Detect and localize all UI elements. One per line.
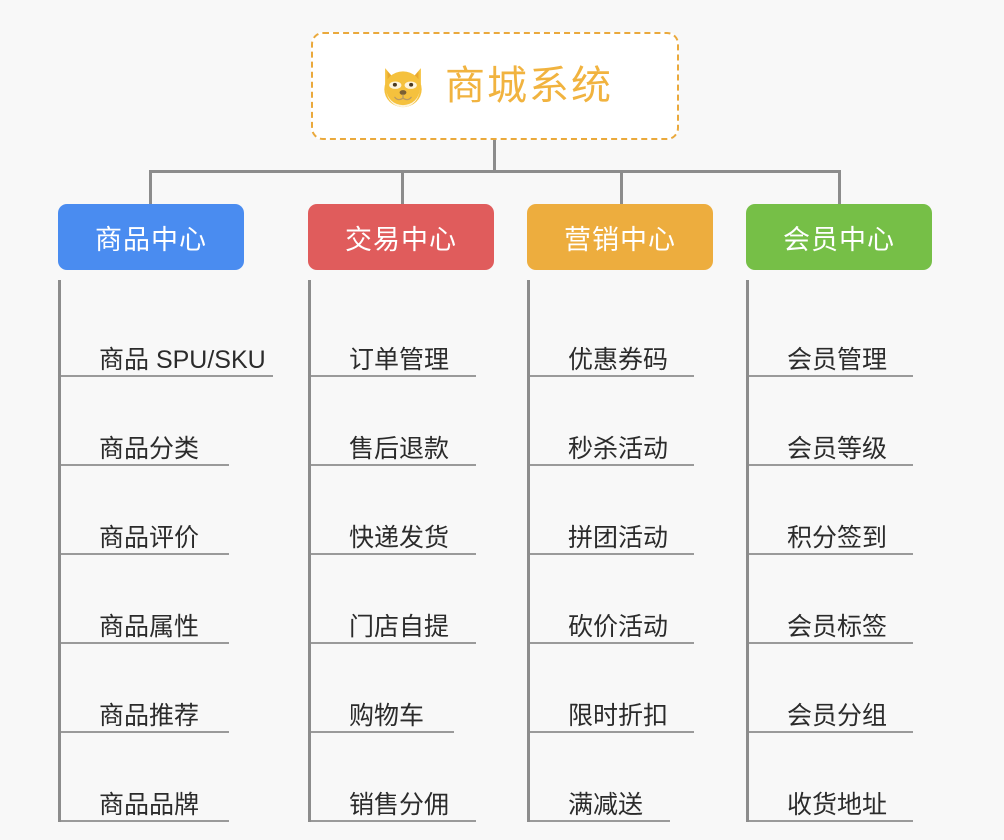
category-header-label: 会员中心	[783, 224, 895, 255]
leaf-item[interactable]: 快递发货	[311, 466, 540, 555]
leaf-item[interactable]: 门店自提	[311, 555, 540, 644]
root-node-title: 商城系统	[445, 64, 613, 108]
leaf-item[interactable]: 砍价活动	[530, 555, 759, 644]
leaf-item[interactable]: 会员管理	[749, 288, 978, 377]
leaf-item-label: 秒杀活动	[568, 434, 669, 463]
leaf-item[interactable]: 会员标签	[749, 555, 978, 644]
leaf-item-label: 购物车	[349, 701, 425, 730]
connector-root-stem	[493, 140, 496, 172]
leaf-item-label: 快递发货	[349, 523, 450, 552]
leaf-item-label: 积分签到	[787, 523, 888, 552]
category-header-product[interactable]: 商品中心	[58, 204, 244, 270]
leaf-item-label: 商品分类	[99, 434, 200, 463]
leaf-list-marketing: 优惠券码 秒杀活动 拼团活动 砍价活动 限时折扣 满减送	[527, 280, 759, 822]
leaf-item-label: 商品推荐	[99, 701, 200, 730]
leaf-item-label: 商品评价	[99, 523, 200, 552]
leaf-item-label: 会员标签	[787, 612, 888, 641]
leaf-item-label: 砍价活动	[568, 612, 669, 641]
leaf-list-transaction: 订单管理 售后退款 快递发货 门店自提 购物车 销售分佣	[308, 280, 540, 822]
leaf-list-product: 商品 SPU/SKU 商品分类 商品评价 商品属性 商品推荐 商品品牌	[58, 280, 290, 822]
leaf-item-label: 商品属性	[99, 612, 200, 641]
leaf-item[interactable]: 积分签到	[749, 466, 978, 555]
leaf-item-label: 售后退款	[349, 434, 450, 463]
leaf-item[interactable]: 收货地址	[749, 733, 978, 822]
leaf-item[interactable]: 商品推荐	[61, 644, 290, 733]
leaf-item[interactable]: 商品属性	[61, 555, 290, 644]
leaf-item[interactable]: 限时折扣	[530, 644, 759, 733]
leaf-item[interactable]: 拼团活动	[530, 466, 759, 555]
connector-drop-3	[620, 170, 623, 206]
category-header-transaction[interactable]: 交易中心	[308, 204, 494, 270]
leaf-item[interactable]: 商品 SPU/SKU	[61, 288, 290, 377]
leaf-item-label: 门店自提	[349, 612, 450, 641]
connector-drop-4	[838, 170, 841, 206]
leaf-item[interactable]: 商品品牌	[61, 733, 290, 822]
leaf-item-label: 订单管理	[349, 345, 450, 374]
category-header-marketing[interactable]: 营销中心	[527, 204, 713, 270]
leaf-item-label: 收货地址	[787, 790, 888, 819]
category-column-member: 会员中心 会员管理 会员等级 积分签到 会员标签 会员分组 收货地址	[746, 204, 978, 822]
leaf-item-label: 会员等级	[787, 434, 888, 463]
leaf-item-label: 优惠券码	[568, 345, 669, 374]
leaf-item-label: 限时折扣	[568, 701, 669, 730]
connector-drop-1	[149, 170, 152, 206]
connector-horizontal-bus	[149, 170, 841, 173]
category-column-transaction: 交易中心 订单管理 售后退款 快递发货 门店自提 购物车 销售分佣	[308, 204, 540, 822]
shiba-dog-face-icon	[384, 68, 422, 111]
connector-drop-2	[401, 170, 404, 206]
leaf-item[interactable]: 订单管理	[311, 288, 540, 377]
leaf-item[interactable]: 会员分组	[749, 644, 978, 733]
leaf-item-label: 销售分佣	[349, 790, 450, 819]
leaf-item[interactable]: 销售分佣	[311, 733, 540, 822]
leaf-item[interactable]: 商品分类	[61, 377, 290, 466]
leaf-item-label: 满减送	[568, 790, 644, 819]
leaf-item-label: 会员管理	[787, 345, 888, 374]
leaf-item[interactable]: 售后退款	[311, 377, 540, 466]
leaf-item[interactable]: 优惠券码	[530, 288, 759, 377]
leaf-list-member: 会员管理 会员等级 积分签到 会员标签 会员分组 收货地址	[746, 280, 978, 822]
category-column-product: 商品中心 商品 SPU/SKU 商品分类 商品评价 商品属性 商品推荐 商品品牌	[58, 204, 290, 822]
leaf-item[interactable]: 满减送	[530, 733, 759, 822]
leaf-item-label: 商品品牌	[99, 790, 200, 819]
leaf-item[interactable]: 商品评价	[61, 466, 290, 555]
leaf-item-label: 拼团活动	[568, 523, 669, 552]
category-header-member[interactable]: 会员中心	[746, 204, 932, 270]
category-column-marketing: 营销中心 优惠券码 秒杀活动 拼团活动 砍价活动 限时折扣 满减送	[527, 204, 759, 822]
leaf-item[interactable]: 购物车	[311, 644, 540, 733]
root-node-shop-system[interactable]: 商城系统	[311, 32, 679, 140]
leaf-item[interactable]: 会员等级	[749, 377, 978, 466]
category-header-label: 营销中心	[564, 224, 676, 255]
leaf-item[interactable]: 秒杀活动	[530, 377, 759, 466]
category-header-label: 交易中心	[345, 224, 457, 255]
leaf-item-label: 会员分组	[787, 701, 888, 730]
leaf-item-label: 商品 SPU/SKU	[99, 345, 266, 374]
category-header-label: 商品中心	[95, 224, 207, 255]
